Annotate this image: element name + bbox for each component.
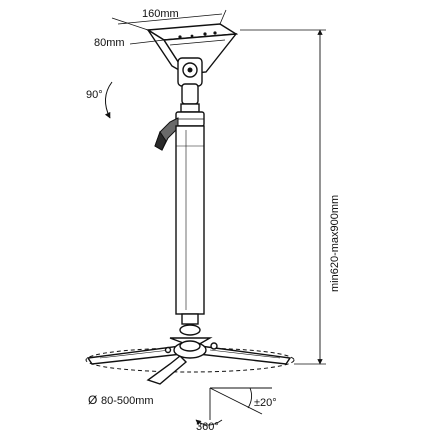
projector-bracket [85, 337, 295, 385]
plate-depth-label: 80mm [94, 37, 125, 49]
extension-pole [175, 125, 205, 315]
arm-diameter-label: 80-500mm [101, 395, 154, 407]
rotation-angle-label: 360° [196, 421, 219, 433]
plate-width-label: 160mm [142, 8, 179, 20]
lower-neck [179, 313, 201, 336]
swivel-indicator: ±20° 360° [195, 387, 277, 433]
arm-diameter-annotation: Ø 80-500mm [88, 393, 154, 407]
swivel-angle-label: ±20° [254, 397, 277, 409]
tilt-angle-indicator: 90° [86, 81, 113, 119]
tilt-angle-label: 90° [86, 89, 103, 101]
tilt-joint [177, 57, 203, 105]
height-range-label: min620-max900mm [329, 195, 341, 292]
plate-depth-dimension: 80mm [94, 37, 165, 49]
upper-tube [180, 103, 200, 113]
height-dimension: min620-max900mm [240, 29, 341, 365]
diameter-symbol: Ø [88, 393, 97, 407]
plate-width-dimension: 160mm [111, 8, 227, 31]
